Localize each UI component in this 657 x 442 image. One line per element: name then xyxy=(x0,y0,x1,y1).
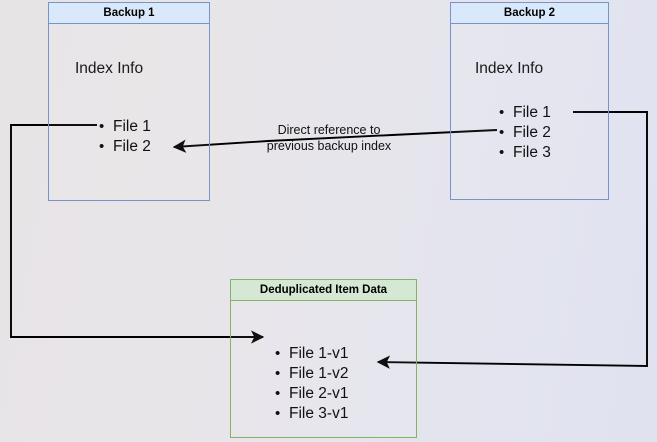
node-backup-1[interactable]: Backup 1 Index Info File 1 File 2 xyxy=(48,2,210,201)
edge-label-direct-reference: Direct reference to previous backup inde… xyxy=(266,123,392,153)
list-item: File 3-v1 xyxy=(275,404,348,424)
node-backup-2-title: Backup 2 xyxy=(451,3,608,24)
node-backup-2-body: Index Info File 1 File 2 File 3 xyxy=(451,24,608,199)
list-item: File 1 xyxy=(99,117,151,137)
node-backup-2[interactable]: Backup 2 Index Info File 1 File 2 File 3 xyxy=(450,2,609,200)
node-deduplicated-item-data-body: File 1-v1 File 1-v2 File 2-v1 File 3-v1 xyxy=(231,301,416,437)
node-deduplicated-item-data[interactable]: Deduplicated Item Data File 1-v1 File 1-… xyxy=(230,279,417,438)
list-item: File 2 xyxy=(99,137,151,157)
node-backup-2-subtitle: Index Info xyxy=(475,60,544,77)
list-item: File 2-v1 xyxy=(275,384,348,404)
list-item: File 1-v1 xyxy=(275,344,348,364)
node-deduplicated-item-data-title: Deduplicated Item Data xyxy=(231,280,416,301)
list-item: File 3 xyxy=(499,143,551,163)
list-item: File 1 xyxy=(499,103,551,123)
node-deduplicated-item-data-file-list: File 1-v1 File 1-v2 File 2-v1 File 3-v1 xyxy=(275,344,348,424)
node-backup-1-file-list: File 1 File 2 xyxy=(99,117,151,157)
node-backup-1-body: Index Info File 1 File 2 xyxy=(49,24,209,200)
list-item: File 2 xyxy=(499,123,551,143)
node-backup-1-title: Backup 1 xyxy=(49,3,209,24)
list-item: File 1-v2 xyxy=(275,364,348,384)
node-backup-1-subtitle: Index Info xyxy=(75,60,144,77)
node-backup-2-file-list: File 1 File 2 File 3 xyxy=(499,103,551,163)
